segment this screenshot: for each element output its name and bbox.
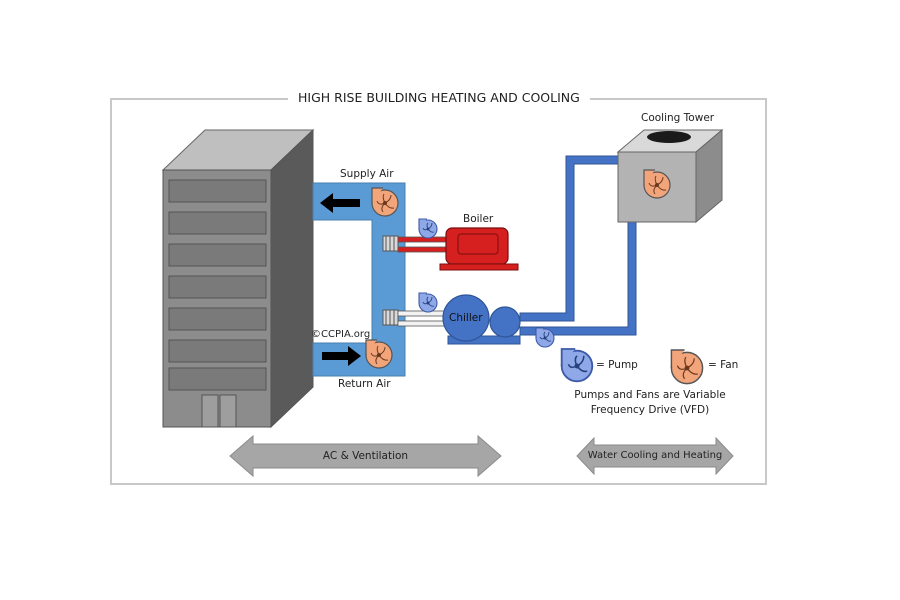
diagram-title: HIGH RISE BUILDING HEATING AND COOLING (288, 90, 590, 105)
boiler-label: Boiler (463, 213, 494, 225)
tower-opening (647, 131, 691, 143)
chiller-pump-icon (418, 292, 438, 313)
legend-pump-icon (560, 348, 594, 383)
door-right (219, 394, 237, 428)
boiler (439, 227, 519, 271)
supply-air-arrow (320, 193, 360, 213)
boiler-pipes (397, 236, 453, 253)
heating-coil-icon (382, 235, 399, 252)
copyright-label: ©CCPIA.org (311, 329, 371, 340)
boiler-pump-icon (418, 218, 438, 239)
cooling-tower (616, 128, 724, 224)
water-cooling-arrow (576, 436, 734, 476)
building (161, 128, 315, 429)
vfd-note-line2: Frequency Drive (VFD) (590, 404, 710, 416)
cooling-coil-icon (382, 309, 399, 326)
ac-ventilation-label: AC & Ventilation (322, 450, 409, 462)
return-air-arrow (322, 346, 361, 366)
ac-ventilation-arrow (229, 434, 502, 478)
building-side (270, 128, 314, 429)
tower-pump-icon (535, 327, 555, 348)
cooling-tower-label: Cooling Tower (641, 112, 715, 124)
building-windows (168, 179, 267, 391)
legend-pump-label: = Pump (596, 359, 638, 371)
supply-air-label: Supply Air (340, 168, 394, 180)
return-air-label: Return Air (338, 378, 391, 390)
chiller-label: Chiller (449, 312, 483, 324)
vfd-note-line1: Pumps and Fans are Variable (574, 389, 726, 401)
door-left (201, 394, 219, 428)
legend-fan-label: = Fan (708, 359, 739, 371)
chiller (442, 294, 521, 345)
legend-fan-icon (670, 349, 704, 385)
water-cooling-label: Water Cooling and Heating (587, 450, 723, 461)
